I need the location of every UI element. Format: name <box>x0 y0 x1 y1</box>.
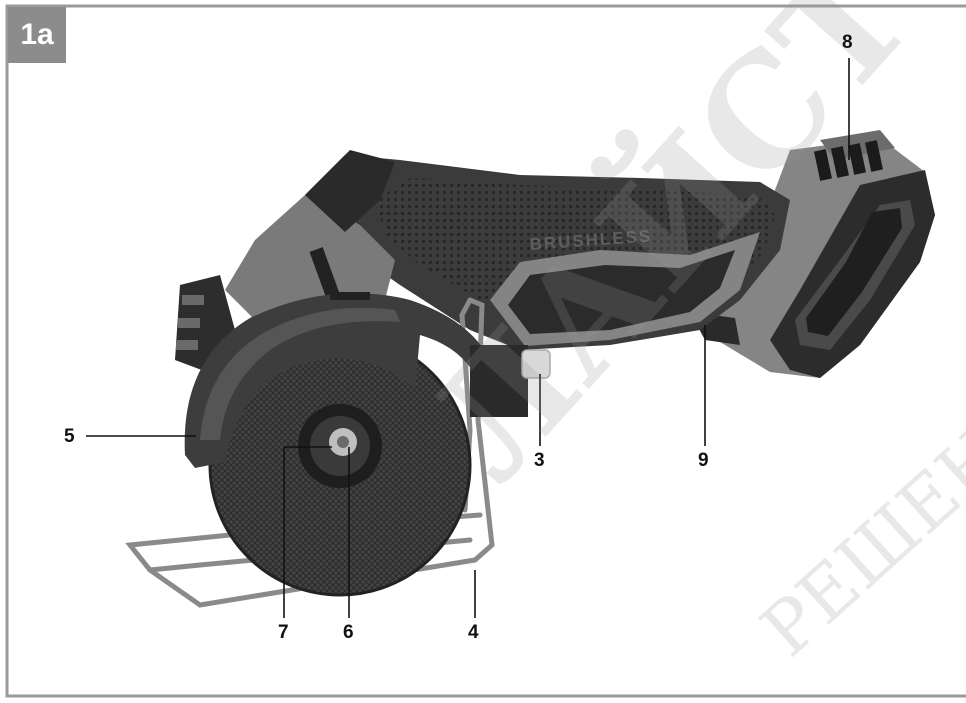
callout-8: 8 <box>842 32 853 53</box>
callout-5: 5 <box>64 426 75 447</box>
figure-badge-label: 1a <box>20 18 54 51</box>
leader-lines <box>86 58 850 618</box>
battery-pack <box>700 130 935 378</box>
handle <box>305 155 790 350</box>
flange-nut <box>298 404 382 488</box>
callout-7: 7 <box>278 622 289 643</box>
battery-vents <box>814 140 883 181</box>
callout-3: 3 <box>534 450 545 471</box>
figure-badge: 1a <box>8 7 66 63</box>
blade-guard <box>184 292 490 468</box>
callout-4: 4 <box>468 622 479 643</box>
figure-frame <box>5 4 966 698</box>
callout-9: 9 <box>698 450 709 471</box>
callout-6: 6 <box>343 622 354 643</box>
guard-lock <box>470 345 551 417</box>
